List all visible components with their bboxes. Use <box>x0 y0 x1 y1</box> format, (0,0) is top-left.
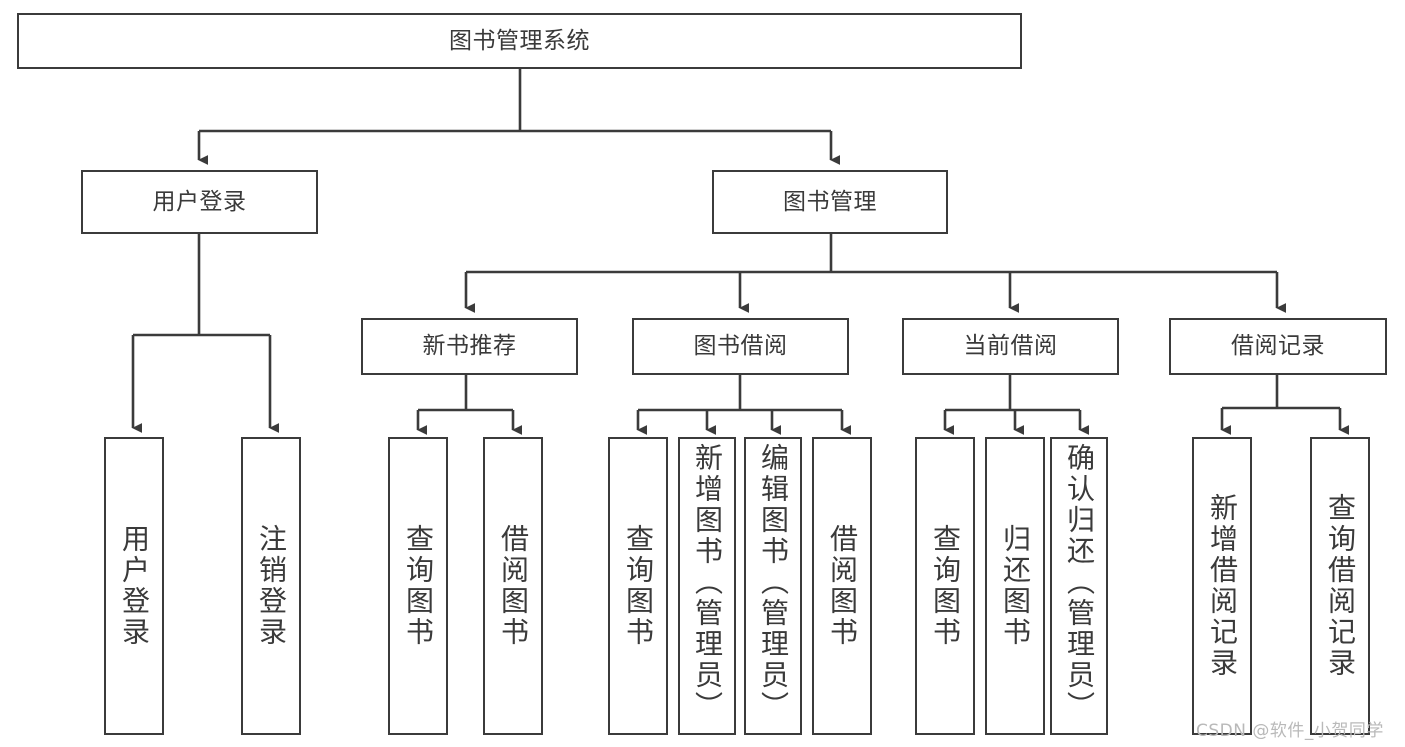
leaf-book-borrow-borrow-book[interactable]: 借阅图书 <box>812 437 872 735</box>
node-label: 确认归还（管理员） <box>1063 443 1096 722</box>
leaf-borrow-records-query-record[interactable]: 查询借阅记录 <box>1310 437 1370 735</box>
leaf-user-login-login[interactable]: 用户登录 <box>104 437 164 735</box>
leaf-current-borrow-query-book[interactable]: 查询图书 <box>915 437 975 735</box>
node-label: 归还图书 <box>999 524 1032 648</box>
node-label: 注销登录 <box>255 524 288 648</box>
node-label: 新增借阅记录 <box>1206 493 1239 679</box>
node-label: 图书管理 <box>783 188 877 215</box>
node-label: 查询图书 <box>622 524 655 648</box>
node-user-login[interactable]: 用户登录 <box>81 170 318 234</box>
node-label: 用户登录 <box>152 188 247 215</box>
node-label: 编辑图书（管理员） <box>757 443 790 722</box>
node-label: 新增图书（管理员） <box>691 443 724 722</box>
node-book-management[interactable]: 图书管理 <box>712 170 948 234</box>
node-label: 查询借阅记录 <box>1324 493 1357 679</box>
node-root-book-management-system[interactable]: 图书管理系统 <box>17 13 1022 69</box>
leaf-borrow-records-add-record[interactable]: 新增借阅记录 <box>1192 437 1252 735</box>
node-new-book-recommend[interactable]: 新书推荐 <box>361 318 578 375</box>
node-borrow-records[interactable]: 借阅记录 <box>1169 318 1387 375</box>
leaf-book-borrow-add-book-admin[interactable]: 新增图书（管理员） <box>678 437 736 735</box>
node-label: 查询图书 <box>402 524 435 648</box>
node-label: 新书推荐 <box>422 333 517 359</box>
node-label: 查询图书 <box>929 524 962 648</box>
leaf-current-borrow-return-book[interactable]: 归还图书 <box>985 437 1045 735</box>
leaf-current-borrow-confirm-return-admin[interactable]: 确认归还（管理员） <box>1050 437 1108 735</box>
watermark-csdn: CSDN @软件_小贺同学 <box>1196 721 1384 741</box>
node-label: 图书借阅 <box>693 333 788 359</box>
node-label: 当前借阅 <box>963 333 1058 359</box>
leaf-new-book-borrow-book[interactable]: 借阅图书 <box>483 437 543 735</box>
node-label: 用户登录 <box>118 524 151 648</box>
leaf-book-borrow-query-book[interactable]: 查询图书 <box>608 437 668 735</box>
node-label: 借阅图书 <box>826 524 859 648</box>
node-label: 借阅记录 <box>1231 333 1325 359</box>
node-label: 借阅图书 <box>497 524 530 648</box>
node-current-borrow[interactable]: 当前借阅 <box>902 318 1119 375</box>
node-label: 图书管理系统 <box>449 27 590 54</box>
leaf-book-borrow-edit-book-admin[interactable]: 编辑图书（管理员） <box>744 437 802 735</box>
leaf-new-book-query-book[interactable]: 查询图书 <box>388 437 448 735</box>
node-book-borrow[interactable]: 图书借阅 <box>632 318 849 375</box>
leaf-user-login-logout[interactable]: 注销登录 <box>241 437 301 735</box>
